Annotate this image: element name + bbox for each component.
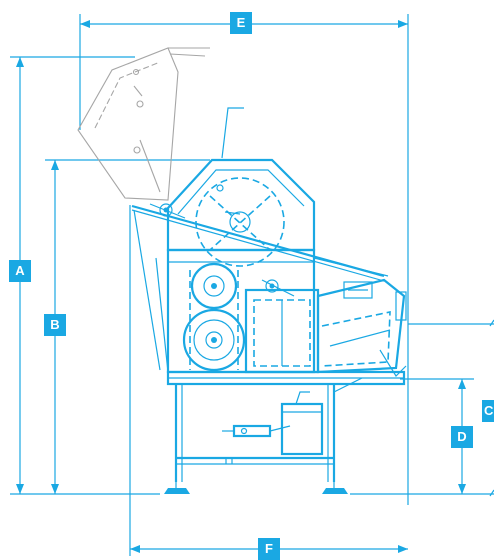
dimension-label-f: F [258,538,280,560]
dimension-label-c: C [482,400,494,422]
dimension-label-e: E [230,12,252,34]
dimension-label-b: B [44,314,66,336]
machine-body [131,158,407,494]
dimension-label-a: A [9,260,31,282]
dimension-lines [10,14,494,556]
dimension-label-d: D [451,426,473,448]
hood-open-ghost [77,47,210,201]
